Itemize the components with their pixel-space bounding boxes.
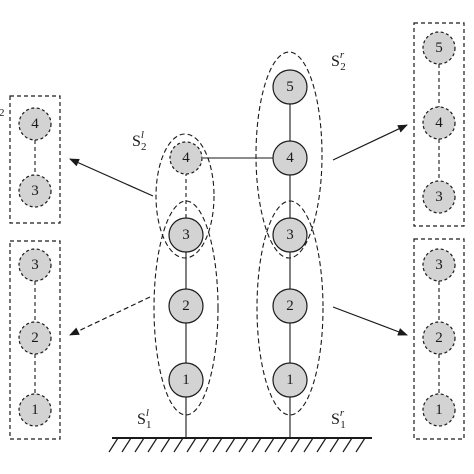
svg-text:4: 4 (31, 116, 39, 132)
box-bottom-left-node-3: 3 (18, 248, 52, 282)
hatch-mark (212, 437, 223, 453)
ellipse-s1-right (256, 200, 324, 416)
svg-text:3: 3 (31, 257, 39, 273)
node-left-4: 4 (169, 141, 203, 175)
box-bottom-right-node-2: 2 (422, 321, 456, 355)
label-s2-left-cut: 2 (0, 107, 5, 119)
ellipse-s2-left (155, 133, 215, 259)
hatch-mark (147, 437, 158, 453)
hatch-mark (277, 437, 288, 453)
box-top-right-node-3: 3 (422, 180, 456, 214)
box-bottom-right-node-3: 3 (422, 248, 456, 282)
hatch-mark (186, 437, 197, 453)
svg-text:3: 3 (31, 183, 39, 199)
node-right-4: 4 (272, 140, 308, 176)
box-top-right: 5 4 3 (413, 22, 465, 227)
svg-text:1: 1 (435, 402, 443, 418)
node-left-1: 1 (168, 362, 204, 398)
svg-text:5: 5 (286, 79, 294, 95)
box-bottom-left: 3 2 1 (9, 240, 61, 440)
svg-text:3: 3 (435, 189, 443, 205)
hatch-mark (173, 437, 184, 453)
ellipse-s2-right (255, 51, 323, 259)
box-top-right-node-5: 5 (422, 31, 456, 65)
hatch-mark (199, 437, 210, 453)
hatch-mark (303, 437, 314, 453)
hatch-mark (290, 437, 301, 453)
box-bottom-right: 3 2 1 (413, 238, 465, 440)
hatch-mark (225, 437, 236, 453)
svg-text:3: 3 (286, 227, 294, 243)
box-top-left: 4 3 (9, 95, 61, 224)
ellipse-s1-left (153, 200, 219, 416)
svg-text:4: 4 (182, 150, 190, 166)
svg-text:2: 2 (435, 330, 443, 346)
hatch-mark (160, 437, 171, 453)
node-right-2: 2 (272, 288, 308, 324)
box-bottom-left-node-2: 2 (18, 321, 52, 355)
hatch-mark (121, 437, 132, 453)
svg-text:2: 2 (286, 298, 294, 314)
hatch-mark (316, 437, 327, 453)
svg-text:2: 2 (31, 330, 39, 346)
hatch-mark (238, 437, 249, 453)
svg-text:4: 4 (435, 115, 443, 131)
svg-text:1: 1 (286, 372, 294, 388)
svg-text:3: 3 (435, 257, 443, 273)
node-left-3: 3 (168, 217, 204, 253)
arrow-to-bottom-right (332, 306, 408, 336)
box-top-left-node-4: 4 (18, 107, 52, 141)
box-bottom-right-node-1: 1 (422, 393, 456, 427)
svg-text:2: 2 (182, 298, 190, 314)
svg-text:1: 1 (182, 372, 190, 388)
box-top-right-node-4: 4 (422, 106, 456, 140)
hatch-mark (251, 437, 262, 453)
svg-text:1: 1 (31, 402, 39, 418)
arrow-to-top-right (332, 124, 408, 161)
node-left-2: 2 (168, 288, 204, 324)
left-tower: 1 2 3 4 (168, 141, 204, 398)
hatch-mark (355, 437, 366, 453)
box-bottom-left-node-1: 1 (18, 393, 52, 427)
arrow-to-bottom-left (69, 296, 151, 336)
node-right-3: 3 (272, 217, 308, 253)
hatch-mark (342, 437, 353, 453)
box-top-left-node-3: 3 (18, 174, 52, 208)
node-right-1: 1 (272, 362, 308, 398)
hatch-mark (329, 437, 340, 453)
svg-text:4: 4 (286, 150, 294, 166)
node-right-5: 5 (272, 69, 308, 105)
ground (108, 437, 372, 453)
ground-hatching (108, 437, 366, 453)
hatch-mark (264, 437, 275, 453)
substructure-ellipses (153, 51, 324, 416)
right-tower: 1 2 3 4 5 (272, 69, 308, 398)
hatch-mark (134, 437, 145, 453)
hatch-mark (108, 437, 119, 453)
svg-text:5: 5 (435, 40, 443, 56)
arrow-to-top-left (69, 158, 154, 197)
svg-text:3: 3 (182, 227, 190, 243)
